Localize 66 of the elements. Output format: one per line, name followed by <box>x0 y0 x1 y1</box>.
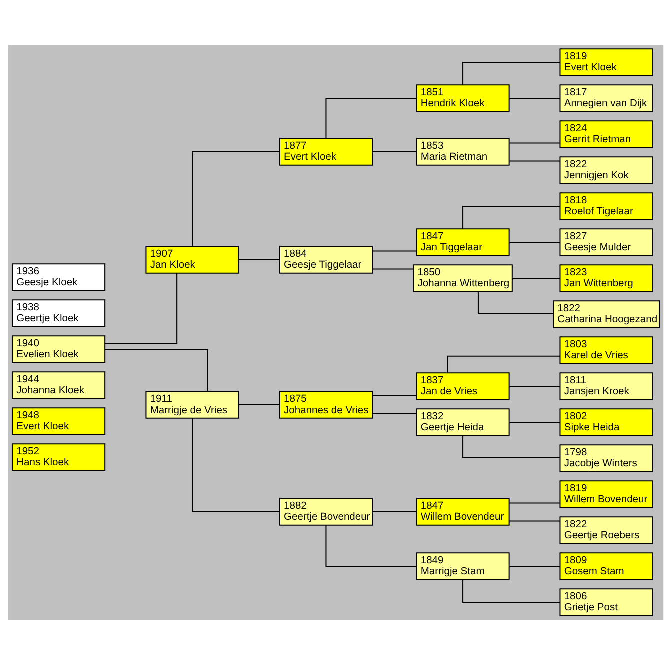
connector <box>372 511 416 512</box>
connector <box>238 404 280 406</box>
node-box: 1818 Roelof Tigelaar <box>560 192 654 220</box>
connector <box>192 418 280 512</box>
node-box: 1822 Geertje Roebers <box>560 516 654 544</box>
connector <box>510 98 560 99</box>
node-box: 1832 Geertje Heida <box>416 408 510 436</box>
node-box: 1798 Jacobje Winters <box>560 444 654 472</box>
node-box: 1847 Jan Tiggelaar <box>416 228 510 256</box>
connector <box>510 520 560 522</box>
node-box: 1851 Hendrik Kloek <box>416 84 510 112</box>
node-box: 1819 Willem Bovendeur <box>560 480 654 508</box>
node-box: 1837 Jan de Vries <box>416 372 510 400</box>
connector <box>510 142 560 144</box>
node-box: 1823 Jan Wittenberg <box>560 264 654 292</box>
connector <box>372 395 416 396</box>
connector <box>372 250 416 252</box>
node-box: 1822 Catharina Hoogezand <box>553 300 660 328</box>
connector <box>326 98 417 138</box>
node-box: 1875 Johannes de Vries <box>279 391 374 419</box>
connector <box>462 206 560 230</box>
node-box: 1884 Geesje Tiggelaar <box>279 246 374 274</box>
node-box: 1850 Johanna Wittenberg <box>413 264 513 292</box>
node-box: 1948 Evert Kloek <box>12 408 106 436</box>
node-box: 1802 Sipke Heida <box>560 408 654 436</box>
connector <box>447 356 560 373</box>
node-box: 1944 Johanna Kloek <box>12 372 106 400</box>
node-box: 1806 Grietje Post <box>560 588 654 616</box>
connector <box>512 278 560 279</box>
node-box: 1882 Geertje Bovendeur <box>279 498 374 526</box>
connector <box>372 151 416 152</box>
connector <box>478 292 554 314</box>
connector <box>510 422 560 424</box>
node-box: 1877 Evert Kloek <box>279 138 374 166</box>
connector <box>326 525 417 568</box>
node-box: 1936 Geesje Kloek <box>12 264 106 292</box>
node-box: 1809 Gosem Stam <box>560 552 654 580</box>
connector <box>372 413 416 414</box>
connector <box>510 502 560 504</box>
node-box: 1822 Jennigjen Kok <box>560 156 654 184</box>
connector <box>105 273 178 344</box>
node-box: 1819 Evert Kloek <box>560 48 654 76</box>
node-box: 1907 Jan Kloek <box>146 246 240 274</box>
node-box: 1803 Karel de Vries <box>560 336 654 364</box>
connector <box>510 242 560 243</box>
connector <box>238 259 280 260</box>
node-box: 1853 Maria Rietman <box>416 138 510 166</box>
node-box: 1911 Marrigje de Vries <box>146 391 240 419</box>
connector <box>372 268 414 270</box>
node-box: 1847 Willem Bovendeur <box>416 498 510 526</box>
node-box: 1940 Evelien Kloek <box>12 336 106 364</box>
connector <box>462 580 560 604</box>
node-box: 1938 Geertje Kloek <box>12 300 106 328</box>
node-box: 1952 Hans Kloek <box>12 444 106 472</box>
node-box: 1811 Jansjen Kroek <box>560 372 654 400</box>
node-box: 1827 Geesje Mulder <box>560 228 654 256</box>
node-box: 1824 Gerrit Rietman <box>560 120 654 148</box>
connector <box>510 386 560 388</box>
connector <box>510 566 560 568</box>
node-box: 1849 Marrigje Stam <box>416 552 510 580</box>
connector <box>105 349 208 392</box>
connector <box>192 151 280 246</box>
connector <box>510 160 560 162</box>
connector <box>462 436 560 458</box>
node-box: 1817 Annegien van Dijk <box>560 84 654 112</box>
connector <box>462 62 560 86</box>
